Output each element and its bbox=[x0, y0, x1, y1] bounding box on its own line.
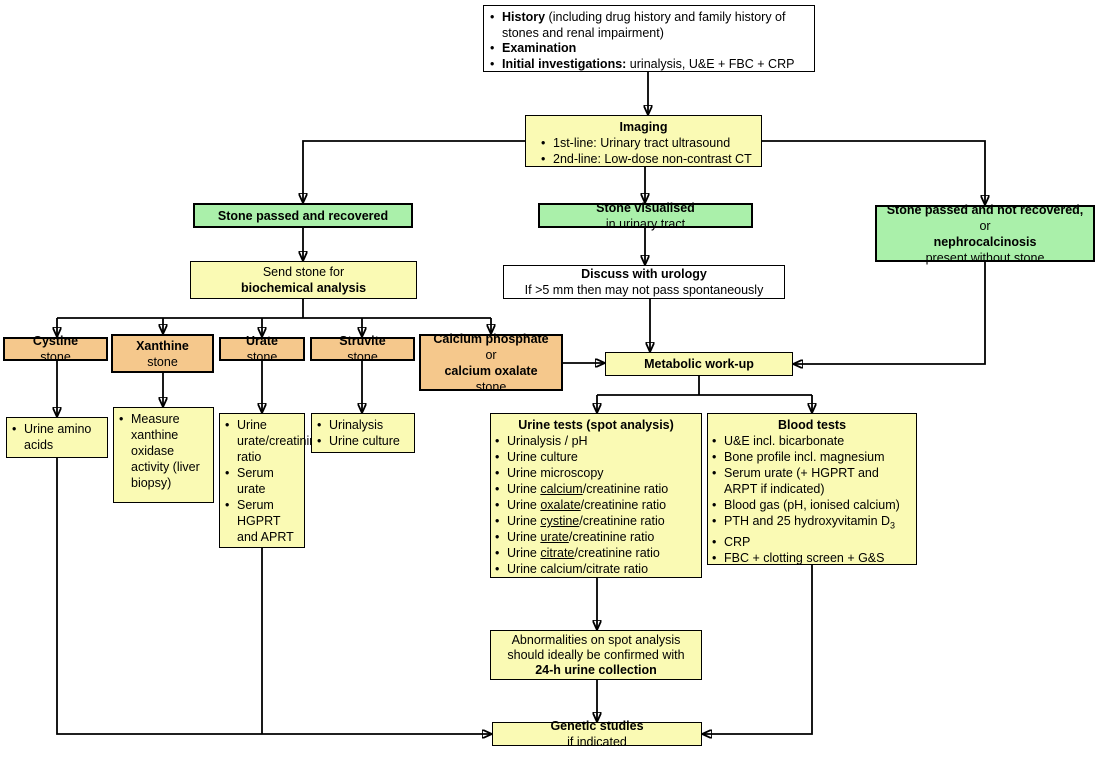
bullet-icon: • bbox=[495, 530, 500, 544]
urine-tests-box: Urine tests (spot analysis) •Urinalysis … bbox=[490, 413, 702, 578]
bullet-icon: • bbox=[317, 434, 322, 448]
stone-recovered-box: Stone passed and recovered bbox=[193, 203, 413, 228]
bullet-icon: • bbox=[712, 550, 717, 565]
list-item: •Urine cystine/creatinine ratio bbox=[495, 514, 665, 528]
list-item: •Blood gas (pH, ionised calcium) bbox=[712, 498, 900, 512]
connector-not-recovered-to-metabolic bbox=[793, 262, 986, 364]
list-item: • Serum HGPRT and APRT bbox=[225, 498, 294, 544]
abnormalities-box: Abnormalities on spot analysis should id… bbox=[490, 630, 702, 680]
urine-tests-title: Urine tests (spot analysis) bbox=[518, 418, 674, 432]
list-item: • 2nd-line: Low-dose non-contrast CT bbox=[531, 151, 756, 167]
list-item: •U&E incl. bicarbonate bbox=[712, 434, 845, 448]
bullet-icon: • bbox=[495, 514, 500, 528]
struvite-tests-box: • Urinalysis • Urine culture bbox=[311, 413, 415, 453]
list-item: • Urine amino acids bbox=[12, 422, 92, 452]
bullet-icon: • bbox=[119, 412, 124, 426]
urate-tests-box: • Urine urate/creatinine ratio • Serum u… bbox=[219, 413, 324, 548]
history-examination-box: • History (including drug history and fa… bbox=[483, 5, 815, 72]
list-item: • Measure xanthine oxidase activity (liv… bbox=[119, 412, 200, 490]
urology-box: Discuss with urology If >5 mm then may n… bbox=[503, 265, 785, 299]
bullet-icon: • bbox=[317, 418, 322, 432]
list-item: • History (including drug history and fa… bbox=[490, 10, 808, 41]
imaging-first-line: 1st-line: Urinary tract ultrasound bbox=[553, 136, 731, 150]
list-item: •Urinalysis / pH bbox=[495, 434, 588, 448]
bullet-icon: • bbox=[712, 514, 717, 528]
urology-note: If >5 mm then may not pass spontaneously bbox=[524, 283, 764, 297]
struvite-stone-box: Struvite stone bbox=[310, 334, 415, 364]
examination-item: Examination bbox=[502, 41, 577, 55]
connector-imaging-to-stone-recovered bbox=[303, 140, 525, 203]
bullet-icon: • bbox=[712, 534, 717, 549]
list-item: •Bone profile incl. magnesium bbox=[712, 450, 885, 464]
genetic-studies-box: Genetic studies if indicated bbox=[492, 719, 702, 749]
stone-visualised-box: Stone visualised in urinary tract bbox=[538, 201, 753, 231]
bullet-icon: • bbox=[495, 466, 500, 480]
connector-imaging-to-stone-not-recovered bbox=[762, 140, 985, 205]
list-item: •Serum urate (+ HGPRT and ARPT if indica… bbox=[712, 466, 879, 496]
urate-stone-box: Urate stone bbox=[219, 334, 305, 364]
xanthine-tests-box: • Measure xanthine oxidase activity (liv… bbox=[113, 407, 214, 503]
bullet-icon: • bbox=[495, 562, 500, 576]
bullet-icon: • bbox=[712, 434, 717, 448]
bullet-icon: • bbox=[225, 498, 230, 512]
stone-not-recovered-box: Stone passed and not recovered, or nephr… bbox=[875, 203, 1095, 265]
imaging-box: Imaging • 1st-line: Urinary tract ultras… bbox=[525, 115, 762, 167]
connector-blood-tests-to-genetic bbox=[702, 565, 813, 734]
list-item: •Urine citrate/creatinine ratio bbox=[495, 546, 660, 560]
bullet-icon: • bbox=[495, 450, 500, 464]
list-item: •Urine microscopy bbox=[495, 466, 604, 480]
send-stone-box: Send stone for biochemical analysis bbox=[190, 261, 417, 299]
bullet-icon: • bbox=[490, 56, 495, 71]
metabolic-workup-box: Metabolic work-up bbox=[605, 352, 793, 376]
bullet-icon: • bbox=[712, 450, 717, 464]
urology-title: Discuss with urology bbox=[581, 267, 707, 281]
list-item: • 1st-line: Urinary tract ultrasound bbox=[531, 135, 756, 151]
blood-tests-title: Blood tests bbox=[777, 418, 847, 432]
bullet-icon: • bbox=[495, 546, 500, 560]
bullet-icon: • bbox=[495, 434, 500, 448]
bullet-icon: • bbox=[12, 422, 17, 436]
cystine-stone-box: Cystine stone bbox=[3, 334, 108, 364]
list-item: • Urinalysis bbox=[317, 418, 384, 432]
bullet-icon: • bbox=[490, 10, 495, 24]
list-item: •Urine urate/creatinine ratio bbox=[495, 530, 655, 544]
list-item: •Urine culture bbox=[495, 450, 578, 464]
calcium-stone-box: Calcium phosphate or calcium oxalate sto… bbox=[419, 332, 563, 394]
list-item: •Urine calcium/creatinine ratio bbox=[495, 482, 669, 496]
bullet-icon: • bbox=[712, 466, 717, 480]
list-item: • Urine culture bbox=[317, 434, 400, 448]
bullet-icon: • bbox=[225, 466, 230, 480]
imaging-second-line: 2nd-line: Low-dose non-contrast CT bbox=[553, 152, 752, 166]
bullet-icon: • bbox=[490, 41, 495, 55]
bullet-icon: • bbox=[495, 498, 500, 512]
imaging-title: Imaging bbox=[619, 120, 668, 134]
bullet-icon: • bbox=[712, 498, 717, 512]
list-item: •Urine calcium/citrate ratio bbox=[495, 562, 649, 576]
bullet-icon: • bbox=[541, 136, 546, 150]
list-item: • Examination bbox=[490, 41, 808, 57]
xanthine-stone-box: Xanthine stone bbox=[111, 334, 214, 373]
initial-investigations-item: Initial investigations: urinalysis, U&E … bbox=[502, 56, 795, 71]
history-item: History (including drug history and fami… bbox=[502, 10, 786, 40]
list-item: •FBC + clotting screen + G&S bbox=[712, 550, 885, 565]
list-item: •Urine oxalate/creatinine ratio bbox=[495, 498, 667, 512]
list-item: •CRP bbox=[712, 534, 751, 549]
list-item: • Urine urate/creatinine ratio bbox=[225, 418, 324, 464]
blood-tests-box: Blood tests •U&E incl. bicarbonate •Bone… bbox=[707, 413, 917, 565]
list-item: • Serum urate bbox=[225, 466, 274, 496]
bullet-icon: • bbox=[541, 152, 546, 166]
list-item: •PTH and 25 hydroxyvitamin D3 bbox=[712, 513, 912, 534]
cystine-tests-box: • Urine amino acids bbox=[6, 417, 108, 458]
bullet-icon: • bbox=[225, 418, 230, 432]
list-item: • Initial investigations: urinalysis, U&… bbox=[490, 57, 808, 73]
bullet-icon: • bbox=[495, 482, 500, 496]
